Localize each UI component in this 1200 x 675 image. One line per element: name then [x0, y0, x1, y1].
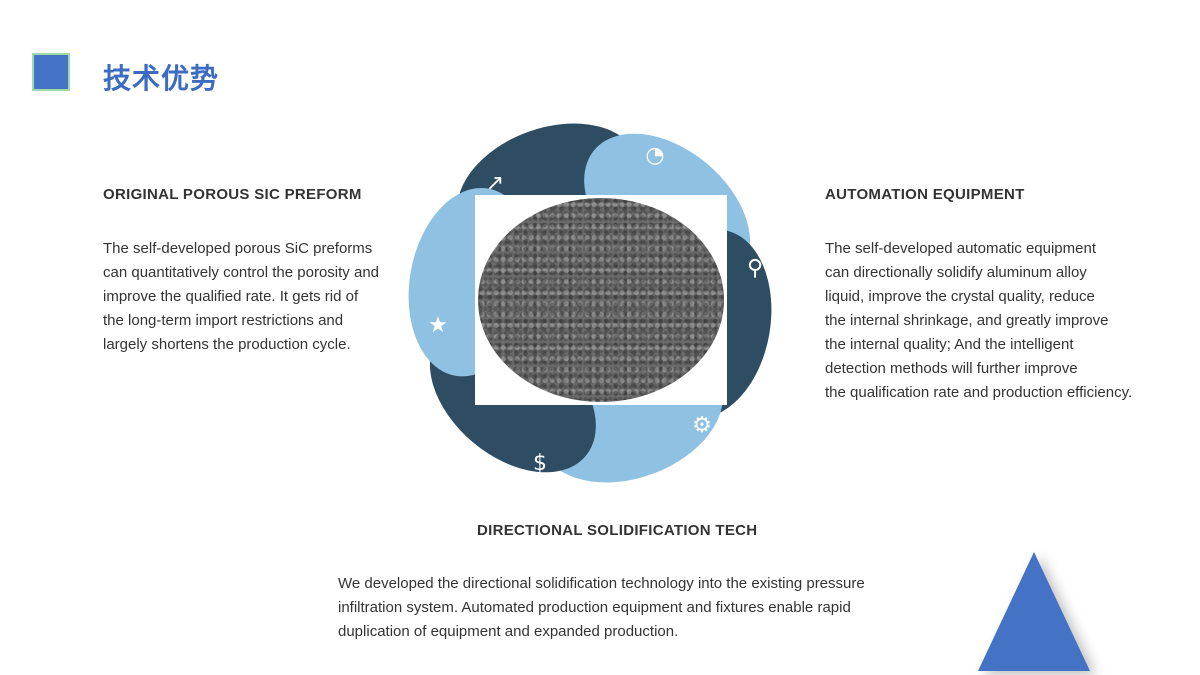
- right-heading: AUTOMATION EQUIPMENT: [825, 186, 1025, 203]
- porous-sic-micrograph: [478, 198, 724, 402]
- sem-image-frame: [475, 195, 727, 405]
- lightbulb-hand-icon: ★: [428, 313, 448, 338]
- left-heading: ORIGINAL POROUS SIC PREFORM: [103, 186, 362, 203]
- page-title: 技术优势: [103, 62, 220, 95]
- decorative-triangle: [978, 552, 1090, 671]
- bottom-heading: DIRECTIONAL SOLIDIFICATION TECH: [477, 522, 758, 539]
- money-bag-icon: $: [533, 451, 547, 476]
- growth-arrows-icon: ↗: [486, 171, 504, 196]
- teamwork-gears-icon: ⚙: [692, 413, 712, 438]
- bottom-body: We developed the directional solidificat…: [338, 575, 865, 640]
- title-marker: [32, 53, 70, 91]
- magnifier-person-icon: ⚲: [747, 256, 763, 281]
- right-body: The self-developed automatic equipment c…: [825, 240, 1133, 401]
- left-body: The self-developed porous SiC preforms c…: [103, 240, 379, 353]
- presentation-chart-icon: ◔: [645, 143, 664, 168]
